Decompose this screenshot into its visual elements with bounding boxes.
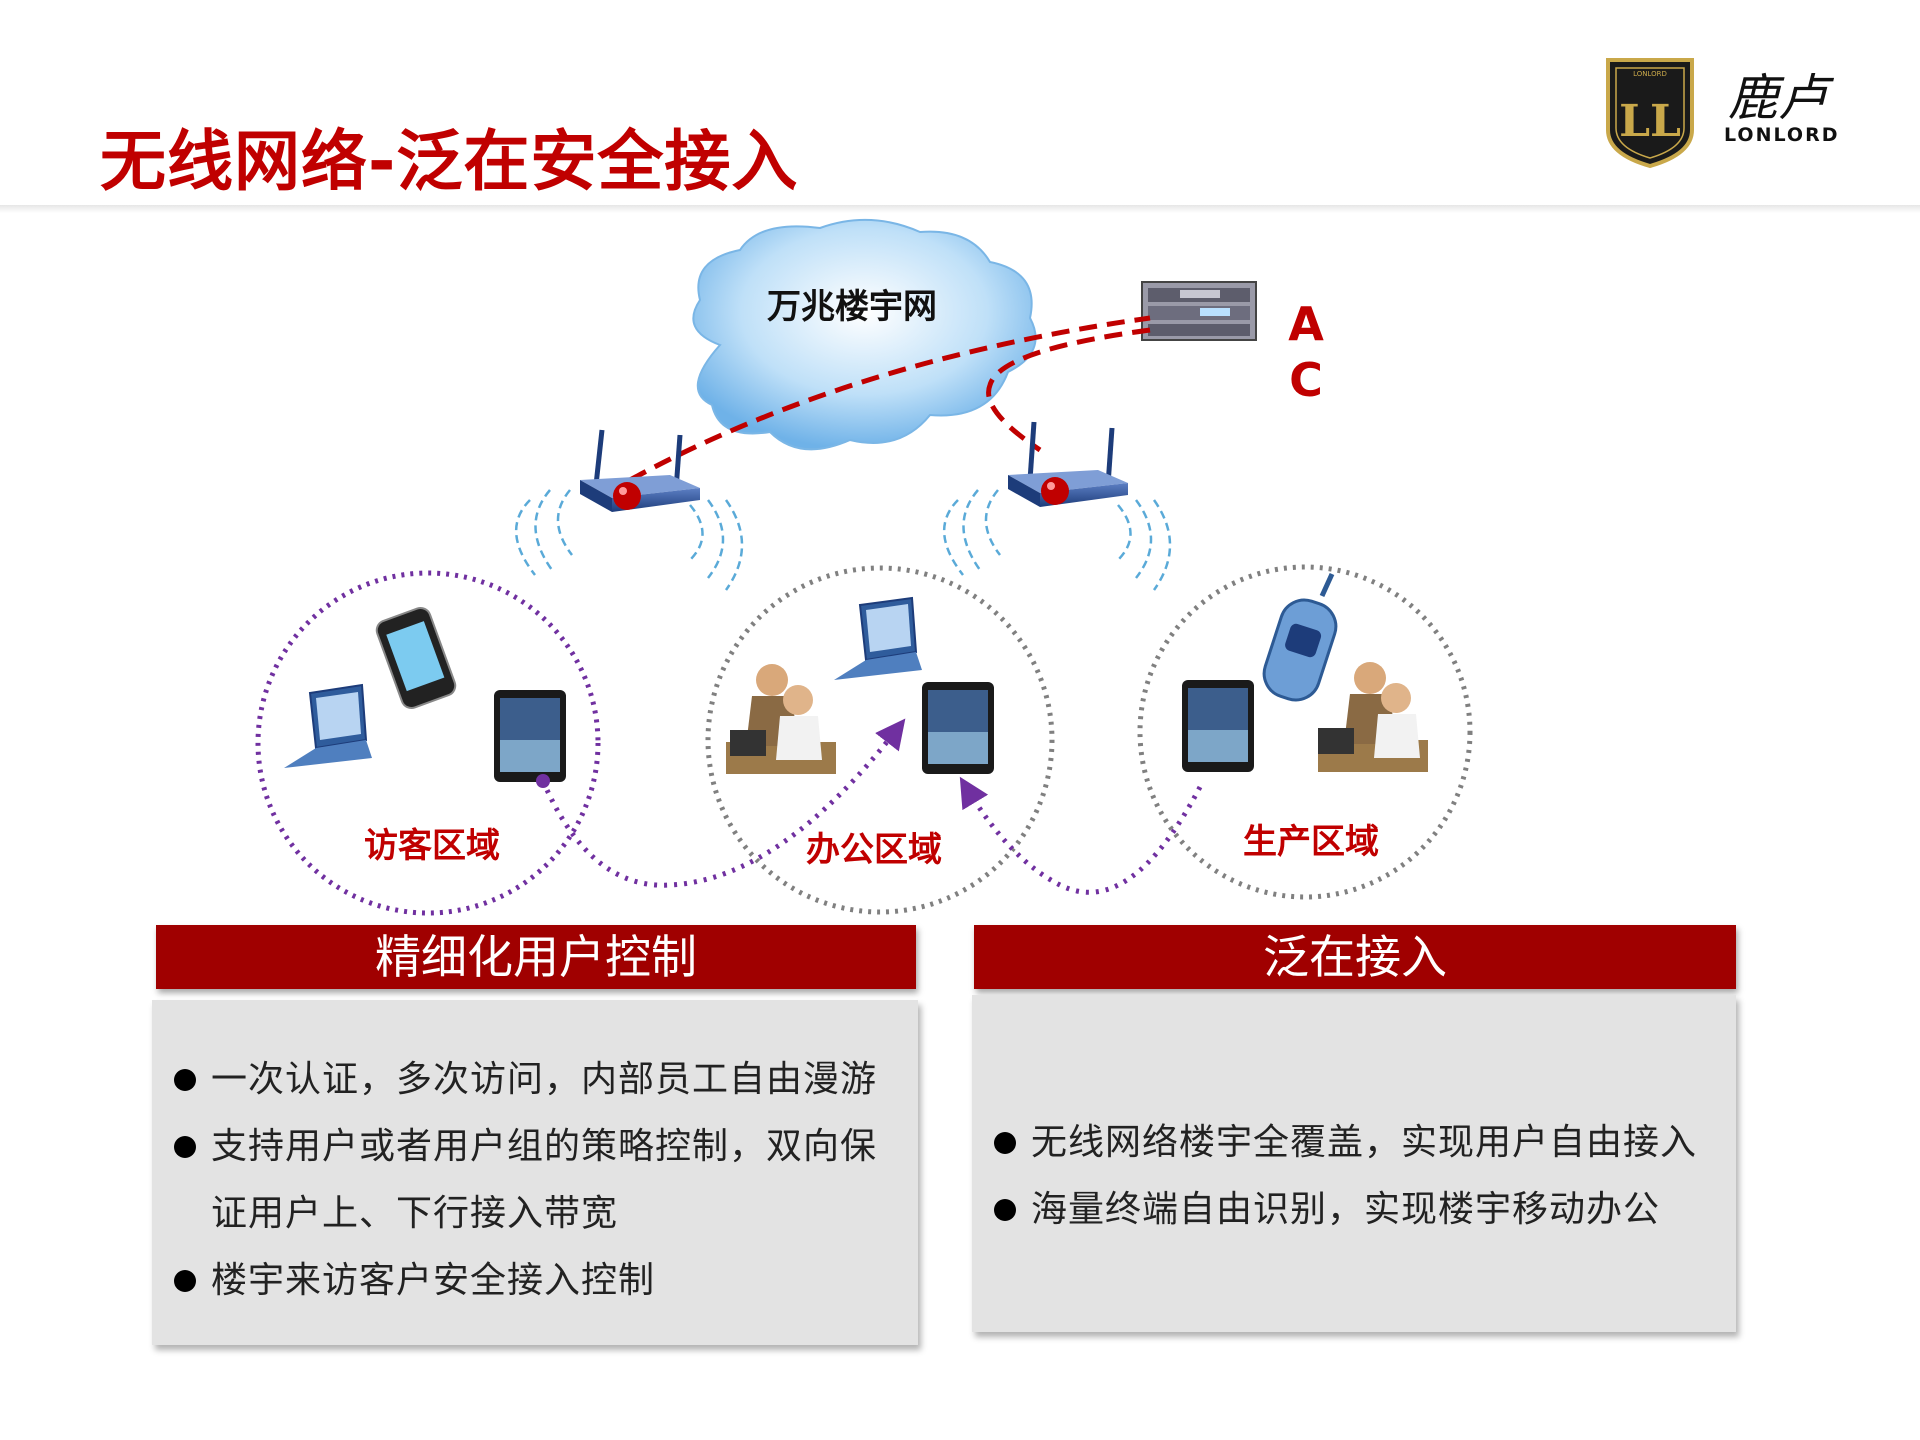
zone-label-office: 办公区域: [806, 830, 942, 870]
production-zone-circle: [1137, 564, 1473, 900]
tablet-icon: [922, 682, 994, 774]
left-bullet-item: 一次认证，多次访问，内部员工自由漫游: [174, 1046, 894, 1113]
office-workers-icon: [726, 664, 836, 774]
logo-chinese-name: 鹿卢: [1728, 69, 1828, 127]
right-panel: 无线网络楼宇全覆盖，实现用户自由接入 海量终端自由识别，实现楼宇移动办公: [972, 995, 1736, 1332]
ac-label-c: C: [1289, 353, 1323, 407]
right-bullet-list: 无线网络楼宇全覆盖，实现用户自由接入 海量终端自由识别，实现楼宇移动办公: [994, 1109, 1724, 1243]
tablet-icon: [494, 690, 566, 782]
cloud-icon: [692, 218, 1037, 451]
svg-text:LONLORD: LONLORD: [1633, 70, 1667, 78]
smartphone-icon: [375, 607, 457, 709]
ac-tunnel-link-left: [628, 315, 1151, 483]
left-panel: 一次认证，多次访问，内部员工自由漫游 支持用户或者用户组的策略控制，双向保证用户…: [152, 1000, 918, 1345]
cloud-label: 万兆楼宇网: [767, 287, 937, 327]
left-bullet-item: 楼宇来访客户安全接入控制: [174, 1247, 894, 1314]
bullet-icon: [994, 1132, 1016, 1154]
left-bullet-list: 一次认证，多次访问，内部员工自由漫游 支持用户或者用户组的策略控制，双向保证用户…: [174, 1046, 894, 1314]
title-divider: [0, 205, 1920, 213]
wireless-router-icon: [515, 429, 744, 591]
laptop-icon: [284, 683, 372, 768]
bullet-icon: [174, 1136, 196, 1158]
right-bullet-item: 海量终端自由识别，实现楼宇移动办公: [994, 1176, 1724, 1243]
ac-controller-icon: [1141, 281, 1257, 341]
left-bullet-item: 支持用户或者用户组的策略控制，双向保证用户上、下行接入带宽: [174, 1113, 894, 1247]
left-panel-header: 精细化用户控制: [156, 925, 916, 989]
svg-text:LL: LL: [1619, 96, 1681, 147]
bullet-icon: [174, 1069, 196, 1091]
network-diagram: 万兆楼宇网 A C: [255, 218, 1473, 916]
right-bullet-item: 无线网络楼宇全覆盖，实现用户自由接入: [994, 1109, 1724, 1176]
flip-phone-icon: [1262, 572, 1338, 702]
tablet-icon: [1182, 680, 1254, 772]
zone-label-production: 生产区域: [1243, 822, 1379, 862]
roaming-arrow-production-office: [959, 776, 1203, 895]
zone-label-visitor: 访客区域: [364, 826, 500, 866]
lonlord-logo-icon: LONLORD LL: [1606, 58, 1694, 169]
wireless-router-icon: [943, 421, 1172, 591]
logo-english-name: LONLORD: [1724, 124, 1840, 146]
laptop-icon: [834, 596, 922, 680]
ac-label-a: A: [1288, 297, 1324, 351]
office-workers-icon: [1318, 662, 1428, 772]
visitor-zone-circle: [255, 570, 601, 916]
bullet-icon: [994, 1199, 1016, 1221]
bullet-icon: [174, 1270, 196, 1292]
right-panel-header: 泛在接入: [974, 925, 1736, 989]
page-title: 无线网络-泛在安全接入: [100, 123, 799, 200]
ac-tunnel-link-right: [986, 327, 1151, 453]
office-zone-circle: [705, 565, 1055, 915]
